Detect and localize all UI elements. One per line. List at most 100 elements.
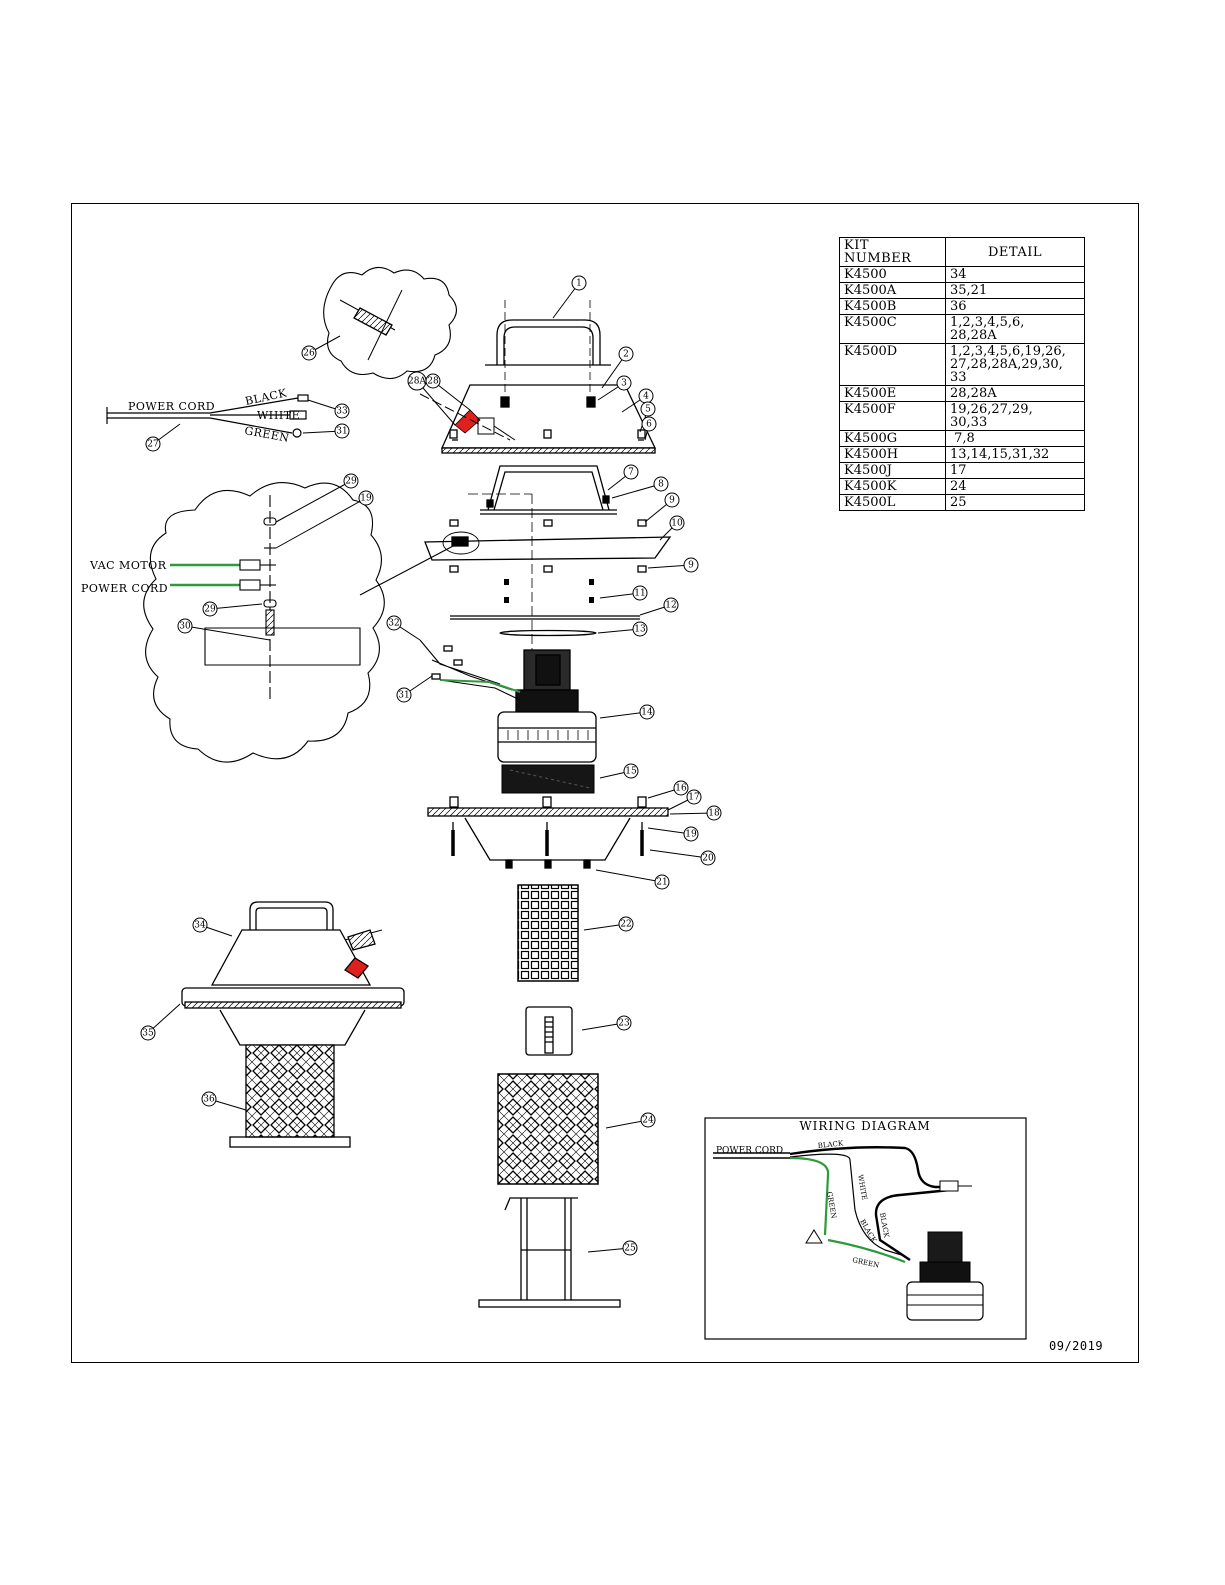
- callout-circle: [683, 826, 699, 842]
- callout-number: 16: [675, 784, 687, 794]
- callout-leader: [649, 849, 709, 859]
- callout-number: 12: [665, 601, 676, 611]
- callout-number: 34: [194, 921, 206, 931]
- wiring-title: WIRING DIAGRAM: [799, 1119, 930, 1133]
- wiring-power-cord: POWER CORD: [716, 1146, 783, 1156]
- callout-circle: [571, 275, 587, 291]
- callout-leader: [611, 483, 662, 499]
- callout-number: 36: [203, 1095, 215, 1105]
- callout-number: 31: [398, 691, 409, 701]
- callout-number: 5: [645, 405, 651, 415]
- callout-circle: [663, 597, 679, 613]
- callout-circle: [640, 401, 656, 417]
- wire-nut-assembly: [170, 495, 456, 700]
- detail-cloud-wiring: [143, 482, 385, 763]
- callout-number: 19: [685, 830, 697, 840]
- kit-number-cell: K4500G: [839, 430, 946, 447]
- callout-circle: [192, 917, 208, 933]
- kit-detail-cell: 13,14,15,31,32: [945, 446, 1085, 463]
- motor-cover: [468, 465, 617, 660]
- label-green: GREEN: [243, 424, 290, 445]
- callout-number: 29: [204, 605, 216, 615]
- callout-number: 28: [427, 377, 439, 387]
- callout-circle: [618, 916, 634, 932]
- callout-number: 7: [628, 468, 634, 478]
- kit-number-cell: K4500A: [839, 282, 946, 299]
- callout-number: 1: [576, 279, 582, 289]
- callout-number: 22: [620, 920, 631, 930]
- callout-number: 20: [702, 854, 714, 864]
- callout-circle: [386, 615, 402, 631]
- callout-leader: [416, 380, 456, 426]
- lid-ring: [427, 796, 669, 869]
- callout-number: 9: [669, 496, 675, 506]
- callout-number: 26: [303, 349, 315, 359]
- label-vac-motor: VAC MOTOR: [89, 559, 167, 572]
- kit-detail-cell: 35,21: [945, 282, 1085, 299]
- callout-circle: [623, 464, 639, 480]
- callout-circle: [632, 585, 648, 601]
- callout-circle: [669, 515, 685, 531]
- label-black: BLACK: [244, 386, 289, 408]
- handle: [485, 300, 611, 395]
- label-power-cord: POWER CORD: [128, 400, 215, 413]
- callout-leader: [599, 711, 648, 719]
- callout-circle: [706, 805, 722, 821]
- callout-number: 28A: [408, 377, 426, 387]
- revision-date: 09/2019: [1049, 1339, 1104, 1353]
- callout-number: 29: [345, 477, 357, 487]
- callout-circle: [145, 436, 161, 452]
- kit-detail-cell: 17: [945, 462, 1085, 479]
- kit-number-cell: K4500D: [839, 343, 946, 386]
- callout-number: 8: [658, 480, 664, 490]
- callout-circle: [622, 1240, 638, 1256]
- callout-circle: [654, 874, 670, 890]
- callout-circle: [202, 601, 218, 617]
- callout-circle: [616, 375, 632, 391]
- kit-number-cell: K4500: [839, 266, 946, 283]
- callout-circle: [140, 1025, 156, 1041]
- callout-number: 19: [360, 494, 372, 504]
- callout-number: 3: [621, 379, 627, 389]
- callout-number: 32: [388, 619, 399, 629]
- screws-11: [504, 579, 594, 603]
- callout-leader: [275, 497, 367, 549]
- callout-number: 11: [634, 589, 645, 599]
- kit-number-cell: K4500H: [839, 446, 946, 463]
- power-cord: [106, 394, 309, 438]
- callout-number: 2: [623, 350, 629, 360]
- kit-detail-cell: 1,2,3,4,5,6, 28,28A: [945, 314, 1085, 344]
- stand: [478, 1197, 621, 1308]
- callout-circle: [673, 780, 689, 796]
- callout-number: 21: [656, 878, 667, 888]
- callout-number: 35: [142, 1029, 154, 1039]
- callout-leader: [184, 625, 271, 641]
- callout-circle: [396, 687, 412, 703]
- kit-detail-cell: 36: [945, 298, 1085, 315]
- callout-leader: [432, 380, 471, 411]
- mesh-basket: [497, 1073, 599, 1185]
- callout-circle: [639, 704, 655, 720]
- callout-number: 13: [634, 625, 646, 635]
- callout-circle: [358, 490, 374, 506]
- vac-motor: [419, 639, 597, 763]
- callout-circle: [632, 621, 648, 637]
- kit-number-cell: K4500C: [839, 314, 946, 344]
- bolt-cap: [525, 1006, 573, 1056]
- callout-number: 10: [671, 519, 683, 529]
- kit-number-cell: K4500E: [839, 385, 946, 402]
- kit-number-cell: K4500L: [839, 494, 946, 511]
- callout-number: 25: [624, 1244, 636, 1254]
- wiring-diagram-box: [704, 1117, 1027, 1340]
- callout-circle: [407, 371, 427, 391]
- callout-number: 33: [336, 407, 348, 417]
- callout-leader: [595, 869, 663, 883]
- filter-cartridge: [517, 884, 579, 982]
